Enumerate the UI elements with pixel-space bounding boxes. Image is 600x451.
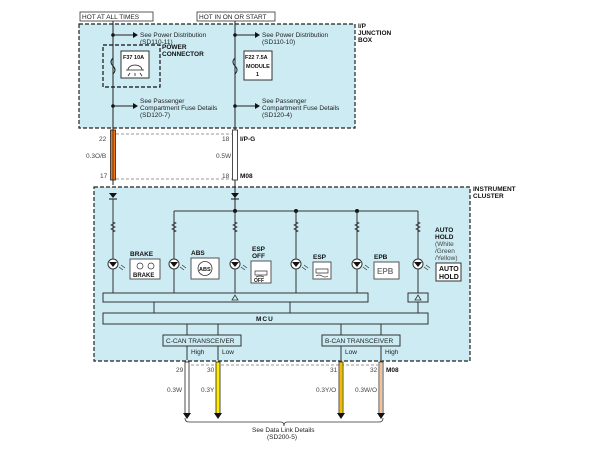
ref-left-bottom-3: (SD120-7)	[140, 112, 170, 119]
mcu-label: MCU	[256, 316, 274, 323]
pin-29: 29	[176, 367, 184, 374]
esp-off-label-2: OFF	[252, 253, 265, 260]
fuse-f22-label: F22 7.5A	[245, 55, 268, 61]
c-can-label: C-CAN TRANSCEIVER	[166, 338, 235, 345]
diode-icon	[231, 193, 239, 198]
epb-label: EPB	[374, 254, 388, 261]
power-connector-box	[102, 44, 161, 88]
bracket	[184, 417, 384, 427]
arrow-icon	[133, 32, 138, 38]
auto-hold-note-3: /Yellow)	[435, 255, 458, 262]
ref-left-bottom-2: Compartment Fuse Details	[140, 105, 218, 112]
fuse-left-icon	[110, 57, 116, 75]
auto-hold-label-2: HOLD	[435, 234, 454, 241]
ref-left-bottom: See Passenger	[140, 98, 185, 105]
pin-31: 31	[330, 367, 338, 374]
abs-label: ABS	[191, 250, 205, 257]
ref-left-top-2: (SD110-11)	[140, 39, 173, 46]
hot-at-all-times-label: HOT AT ALL TIMES	[82, 14, 140, 21]
triangle-icon	[414, 294, 422, 301]
epb-icon	[373, 261, 400, 280]
esp-icon	[312, 261, 332, 280]
esp-off-icon	[250, 260, 272, 284]
esp-off-icon-text: OFF	[254, 278, 264, 284]
pin-32: 32	[370, 367, 378, 374]
pin-22: 22	[99, 136, 107, 143]
abs-warning-icon	[190, 257, 220, 280]
wire-white	[232, 129, 238, 181]
pin-30: 30	[207, 367, 215, 374]
mcu-box	[102, 312, 429, 325]
arrow-icon	[255, 32, 260, 38]
abs-icon-text: ABS	[199, 267, 211, 273]
junction-box	[78, 23, 356, 129]
auto-hold-note: (White	[435, 241, 454, 248]
junction-box-title-3: BOX	[358, 37, 373, 44]
ref-left-top: See Power Distribution	[140, 32, 206, 39]
hot-at-all-times-box	[79, 11, 154, 22]
wire-label-29: 0.3W	[167, 387, 183, 394]
auto-hold-icon-text: AUTO	[439, 266, 459, 273]
epb-icon-text: EPB	[377, 267, 394, 276]
ref-right-top: See Power Distribution	[262, 32, 328, 39]
wire-label-right: 0.5W	[216, 153, 232, 160]
diode-icon	[109, 193, 117, 198]
power-connector-label: POWER	[162, 44, 187, 51]
wire-30	[215, 361, 221, 415]
connector-m08-lower: M08	[386, 367, 399, 374]
cluster-title: INSTRUMENT	[473, 186, 516, 193]
c-can-high: High	[191, 349, 205, 356]
input-bar	[102, 292, 369, 303]
arrow-icon	[133, 103, 138, 109]
lamp-icon	[126, 64, 144, 77]
hot-in-on-label: HOT IN ON OR START	[199, 14, 267, 21]
module-label: MODULE	[246, 64, 270, 70]
esp-label: ESP	[313, 254, 327, 261]
pin-18-bottom: 18	[222, 173, 230, 180]
fuse-right-icon	[232, 57, 238, 75]
c-can-transceiver-box	[162, 334, 242, 347]
fuse-f37-label: F37 10A	[123, 55, 144, 61]
led-icons	[107, 258, 431, 271]
triangle-icon	[231, 294, 239, 301]
b-can-low: Low	[345, 349, 357, 356]
connector-m08: M08	[240, 173, 253, 180]
wire-label-30: 0.3Y	[201, 387, 215, 394]
ref-right-bottom-2: Compartment Fuse Details	[262, 105, 340, 112]
connector-ipg: I/P-G	[240, 136, 255, 143]
b-can-transceiver-box	[321, 334, 401, 347]
ref-right-top-2: (SD110-10)	[262, 39, 295, 46]
auto-hold-label: AUTO	[435, 227, 453, 234]
wire-29	[184, 361, 190, 415]
hot-in-on-box	[196, 11, 276, 22]
module-number: 1	[256, 72, 259, 78]
power-connector-label-2: CONNECTOR	[162, 51, 204, 58]
brake-icon-text: BRAKE	[133, 273, 154, 279]
esp-off-label: ESP	[252, 246, 266, 253]
junction-box-title-2: JUNCTION	[358, 30, 392, 37]
pin-18-top: 18	[222, 136, 230, 143]
b-can-label: B-CAN TRANSCEIVER	[325, 338, 393, 345]
cluster-title-2: CLUSTER	[473, 193, 504, 200]
arrow-down-icons	[183, 413, 385, 419]
c-can-low: Low	[222, 349, 234, 356]
data-link-ref-2[interactable]: (SD200-5)	[267, 434, 297, 441]
auto-hold-icon	[435, 262, 462, 282]
data-link-ref[interactable]: See Data Link Details	[252, 427, 315, 434]
wire-label-31: 0.3Y/O	[316, 387, 336, 394]
arrow-icon	[255, 103, 260, 109]
junction-box-title: I/P	[358, 23, 367, 30]
fuse-f22-box	[243, 50, 273, 81]
wire-label-32: 0.3W/O	[355, 387, 377, 394]
pin-17: 17	[100, 173, 108, 180]
auto-hold-icon-text-2: HOLD	[439, 274, 459, 281]
brake-label: BRAKE	[130, 251, 154, 258]
b-can-high: High	[385, 349, 399, 356]
auto-hold-note-2: /Green	[435, 248, 455, 255]
ref-right-bottom: See Passenger	[262, 98, 307, 105]
wire-label-left: 0.3O/B	[86, 153, 106, 160]
ref-right-bottom-3: (SD120-4)	[262, 112, 292, 119]
